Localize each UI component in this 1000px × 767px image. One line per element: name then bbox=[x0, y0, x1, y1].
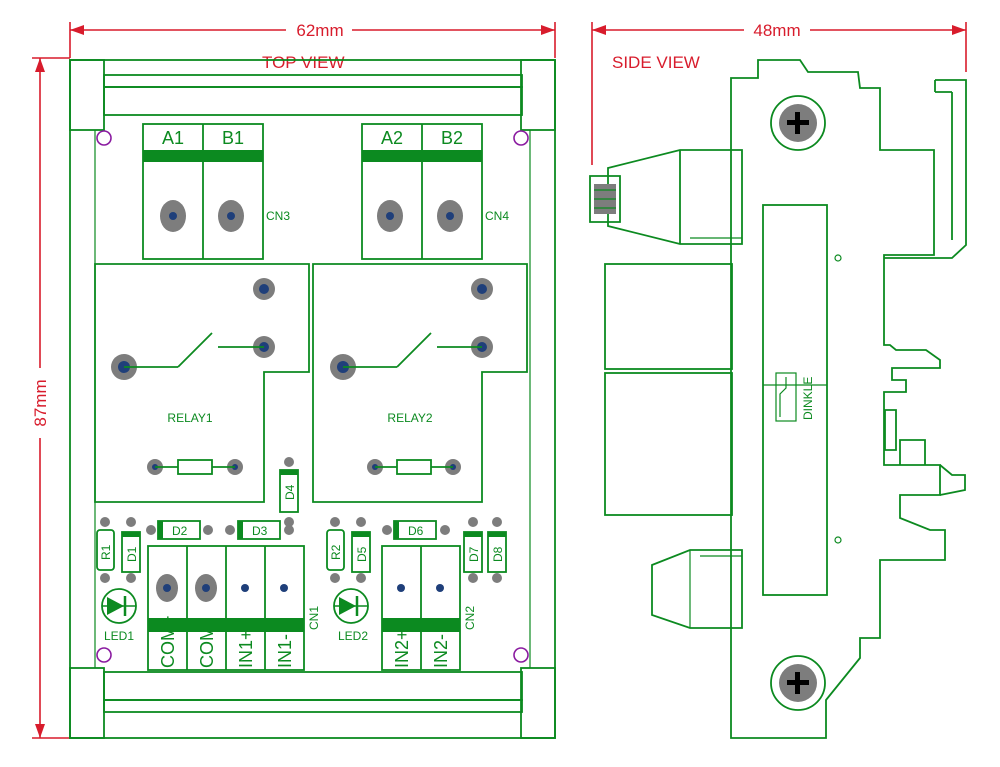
d6-label: D6 bbox=[408, 524, 424, 538]
diode-d7: D7 bbox=[463, 517, 483, 583]
cn4-label: CN4 bbox=[485, 209, 509, 223]
top-width-label: 62mm bbox=[296, 21, 343, 40]
relay-body-side bbox=[604, 263, 733, 370]
cn3-pin-b1: B1 bbox=[222, 128, 244, 148]
mounting-hole bbox=[513, 130, 529, 146]
board-outline bbox=[69, 59, 556, 739]
diode-d6: D6 bbox=[382, 520, 450, 540]
relay-1-label: RELAY1 bbox=[167, 411, 212, 425]
terminal-connector-top-side bbox=[589, 149, 743, 245]
dimension-top-width: 62mm bbox=[69, 20, 556, 58]
diode-d3: D3 bbox=[225, 520, 294, 540]
side-view-title: SIDE VIEW bbox=[612, 53, 700, 72]
d4-label: D4 bbox=[283, 484, 297, 500]
cn3-label: CN3 bbox=[266, 209, 290, 223]
r2-label: R2 bbox=[329, 544, 343, 560]
terminal-block-cn4: A2 B2 CN4 bbox=[361, 123, 509, 260]
side-width-label: 48mm bbox=[753, 21, 800, 40]
terminal-block-cn3: A1 B1 CN3 bbox=[142, 123, 290, 260]
cn1-pin-com-minus: COM- bbox=[197, 620, 217, 668]
cn4-pin-b2: B2 bbox=[441, 128, 463, 148]
screw-top bbox=[770, 95, 826, 151]
relay-2: RELAY2 bbox=[312, 263, 528, 503]
dimension-height: 87mm bbox=[30, 57, 70, 739]
mounting-hole bbox=[513, 647, 529, 663]
top-view: A1 B1 CN3 A2 B2 CN4 RELAY1 bbox=[69, 59, 556, 739]
led-2: LED2 bbox=[333, 588, 369, 643]
side-view: DINKLE bbox=[589, 59, 967, 739]
diode-d8: D8 bbox=[487, 517, 507, 583]
led1-label: LED1 bbox=[104, 629, 134, 643]
cn2-label: CN2 bbox=[463, 606, 477, 630]
cn1-label: CN1 bbox=[307, 606, 321, 630]
diode-d5: D5 bbox=[351, 517, 371, 583]
led2-label: LED2 bbox=[338, 629, 368, 643]
dimension-side-width: 48mm bbox=[591, 20, 967, 165]
height-label: 87mm bbox=[31, 379, 50, 426]
cn3-pin-a1: A1 bbox=[162, 128, 184, 148]
brand-label: DINKLE bbox=[801, 377, 815, 420]
screw-bottom bbox=[770, 655, 826, 711]
d8-label: D8 bbox=[491, 546, 505, 562]
cn1-pin-in1-minus: IN1- bbox=[275, 634, 295, 668]
diode-d2: D2 bbox=[146, 520, 213, 540]
diode-d4: D4 bbox=[279, 457, 299, 527]
terminal-connector-bottom-side bbox=[651, 549, 743, 629]
d3-label: D3 bbox=[252, 524, 268, 538]
label-window bbox=[762, 204, 828, 596]
cn2-pin-in2-minus: IN2- bbox=[431, 634, 451, 668]
cn4-pin-a2: A2 bbox=[381, 128, 403, 148]
r1-label: R1 bbox=[99, 544, 113, 560]
cn1-pin-com-plus: COM+ bbox=[158, 615, 178, 668]
relay-1: RELAY1 bbox=[94, 263, 310, 503]
mounting-hole bbox=[96, 130, 112, 146]
d5-label: D5 bbox=[355, 546, 369, 562]
resistor-r1: R1 bbox=[96, 517, 115, 583]
dinkle-logo: DINKLE bbox=[775, 372, 815, 422]
d2-label: D2 bbox=[172, 524, 188, 538]
top-view-title: TOP VIEW bbox=[262, 53, 345, 72]
d1-label: D1 bbox=[125, 546, 139, 562]
mounting-hole bbox=[96, 647, 112, 663]
din-housing bbox=[730, 59, 946, 739]
terminal-block-cn1: COM+ COM- IN1+ IN1- CN1 bbox=[147, 545, 321, 671]
diode-d1: D1 bbox=[121, 517, 141, 583]
d7-label: D7 bbox=[467, 546, 481, 562]
terminal-block-cn2: IN2+ IN2- CN2 bbox=[381, 545, 477, 671]
resistor-r2: R2 bbox=[326, 517, 345, 583]
cn1-pin-in1-plus: IN1+ bbox=[236, 629, 256, 668]
led-1: LED1 bbox=[101, 588, 137, 643]
cn2-pin-in2-plus: IN2+ bbox=[392, 629, 412, 668]
relay-2-label: RELAY2 bbox=[387, 411, 432, 425]
